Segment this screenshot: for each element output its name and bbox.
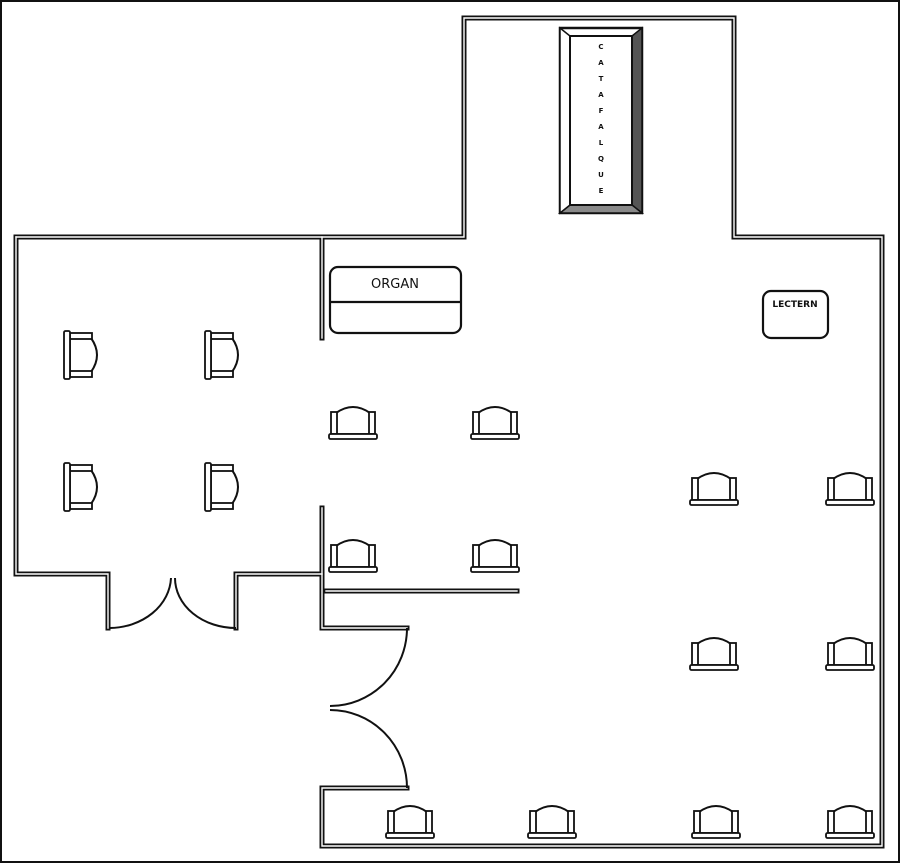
catafalque-letter: F: [599, 107, 604, 115]
catafalque-letter: A: [598, 123, 604, 131]
left-door-leaf: [109, 577, 172, 629]
right-door-leaf: [174, 577, 237, 629]
catafalque-letter: C: [598, 43, 603, 51]
entry-door-lower-leaf: [329, 709, 408, 789]
catafalque-letter: A: [598, 59, 604, 67]
lectern-label: LECTERN: [772, 300, 817, 310]
lectern: LECTERN: [761, 289, 830, 340]
catafalque-letter: A: [598, 91, 604, 99]
organ-label: ORGAN: [371, 277, 419, 292]
doors: [109, 577, 408, 789]
catafalque-letter: T: [599, 75, 604, 83]
catafalque-letter: L: [599, 139, 604, 147]
entry-door-upper-leaf: [329, 627, 408, 707]
organ: ORGAN: [328, 265, 463, 335]
catafalque-letter: E: [599, 187, 604, 195]
catafalque-letter: U: [598, 171, 604, 179]
catafalque-letter: Q: [598, 155, 604, 163]
walls: [13, 15, 885, 849]
